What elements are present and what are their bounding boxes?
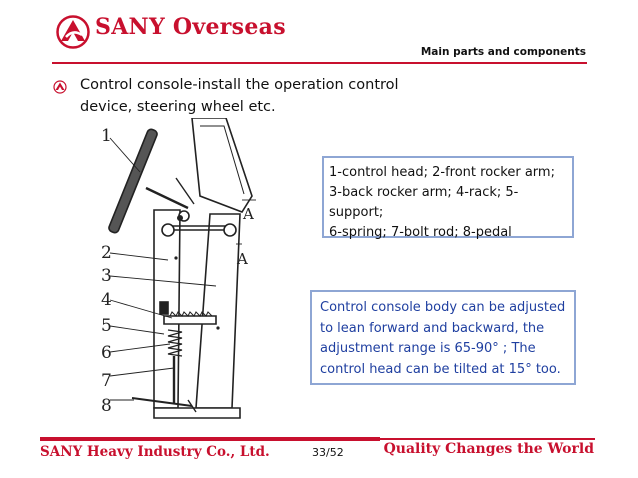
callout-1: 1 bbox=[101, 126, 112, 146]
note-line: control head can be tilted at 15° too. bbox=[320, 361, 561, 377]
section-mark-a-upper: A bbox=[243, 205, 254, 223]
bullet-text: Control console-install the operation co… bbox=[80, 77, 399, 115]
note-line: adjustment range is 65-90° ; The bbox=[320, 341, 536, 356]
legend-line: 1-control head; 2-front rocker arm; bbox=[329, 165, 555, 180]
adjustment-note-box: Control console body can be adjusted to … bbox=[310, 290, 576, 385]
callout-2: 2 bbox=[101, 243, 112, 263]
callout-5: 5 bbox=[101, 316, 112, 336]
slogan: Quality Changes the World bbox=[383, 441, 594, 457]
callout-6: 6 bbox=[101, 343, 112, 363]
brand-title: SANY Overseas bbox=[95, 14, 286, 40]
legend-line: 3-back rocker arm; 4-rack; 5-support; bbox=[329, 185, 519, 220]
section-mark-a-lower: A bbox=[237, 250, 248, 268]
footer-divider bbox=[40, 437, 380, 441]
company-name: SANY Heavy Industry Co., Ltd. bbox=[40, 444, 270, 460]
header-divider bbox=[52, 62, 587, 64]
callout-4: 4 bbox=[101, 290, 112, 310]
legend-line: 6-spring; 7-bolt rod; 8-pedal bbox=[329, 225, 512, 240]
callout-7: 7 bbox=[101, 371, 112, 391]
bullet-logo-icon bbox=[53, 80, 67, 94]
control-console-diagram bbox=[108, 118, 256, 419]
note-line: to lean forward and backward, the bbox=[320, 320, 545, 336]
page-number: 33/52 bbox=[312, 446, 344, 459]
callout-8: 8 bbox=[101, 396, 112, 416]
section-title: Main parts and components bbox=[420, 46, 586, 58]
note-line: Control console body can be adjusted bbox=[320, 300, 566, 315]
parts-legend-box: 1-control head; 2-front rocker arm; 3-ba… bbox=[322, 156, 574, 240]
footer-divider-thin bbox=[380, 438, 595, 440]
callout-3: 3 bbox=[101, 266, 112, 286]
sany-logo-icon bbox=[56, 15, 90, 49]
